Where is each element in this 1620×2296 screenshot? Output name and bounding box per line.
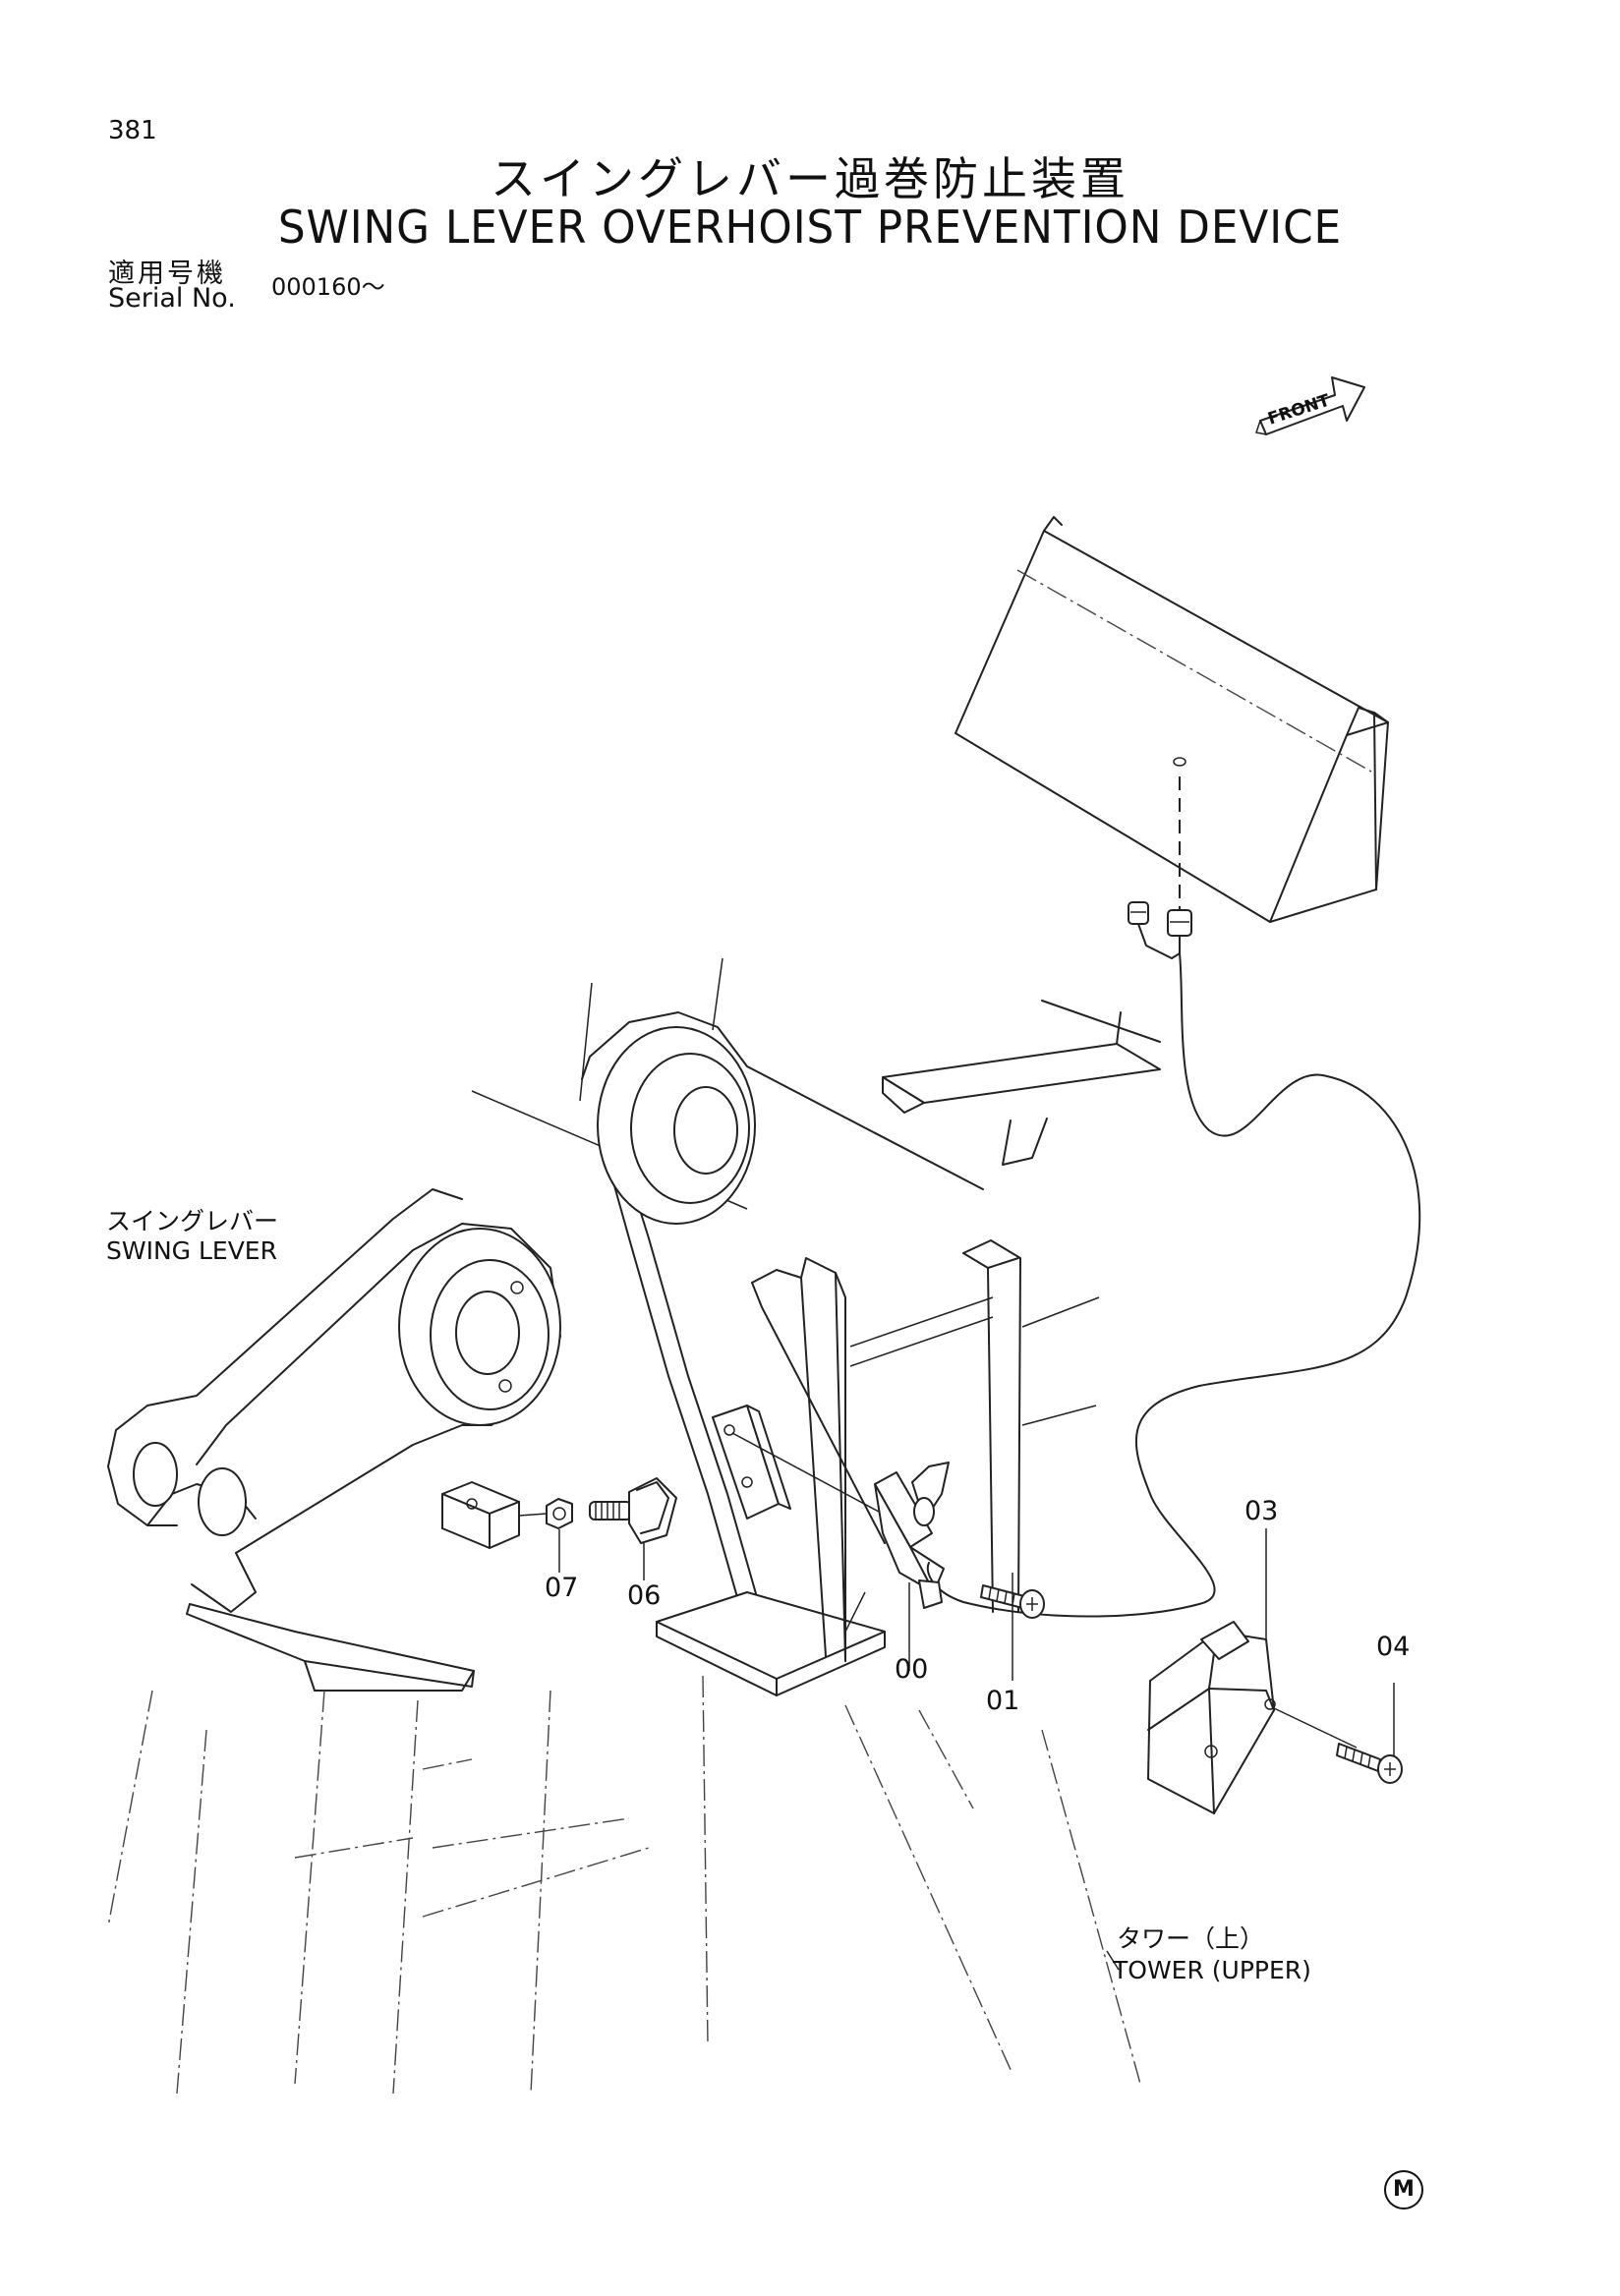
front-arrow-label: FRONT: [1265, 391, 1332, 430]
part-number-03: 03: [1244, 1496, 1279, 1526]
part-number-07: 07: [545, 1573, 579, 1603]
front-arrow-icon: FRONT: [1255, 376, 1365, 435]
part-03-cover-box: [1147, 1528, 1358, 1814]
tower-label-jp: タワー（上）: [1117, 1924, 1265, 1953]
mounting-plate: [712, 1405, 920, 1534]
serial-label-japanese: 適用号機: [108, 258, 226, 289]
platform-wedge: [882, 1000, 1161, 1166]
part-number-01: 01: [986, 1686, 1020, 1716]
part-number-00: 00: [895, 1654, 929, 1685]
upper-cover-bracket: [955, 516, 1389, 923]
lower-frame-lines: [107, 1675, 1141, 2095]
swing-lever-label-en: SWING LEVER: [106, 1236, 277, 1265]
part-06-bolt: [589, 1477, 677, 1580]
title-english: SWING LEVER OVERHOIST PREVENTION DEVICE: [277, 201, 1343, 254]
tower-label-en: TOWER (UPPER): [1113, 1956, 1311, 1984]
swing-lever-label-jp: スイングレバー: [106, 1207, 279, 1235]
page-number: 381: [108, 116, 157, 145]
swing-lever: [107, 1188, 561, 1692]
part-00-limit-switch: [874, 1462, 950, 1671]
title-japanese: スイングレバー過巻防止装置: [491, 152, 1129, 205]
part-07-nut-block: [441, 1481, 573, 1573]
cable-connectors: [1128, 901, 1192, 959]
serial-label-english: Serial No.: [108, 283, 236, 314]
footer-m-mark: M: [1384, 2170, 1423, 2210]
tower-label-leader: [1106, 1950, 1120, 1971]
part-01-bolt: [980, 1573, 1045, 1681]
sensor-cable: [926, 952, 1421, 1618]
part-number-06: 06: [627, 1580, 662, 1611]
tower-upper: [471, 957, 1100, 1696]
serial-value: 000160～: [271, 273, 385, 301]
part-04-bolt: [1336, 1683, 1403, 1784]
part-number-04: 04: [1376, 1632, 1411, 1662]
